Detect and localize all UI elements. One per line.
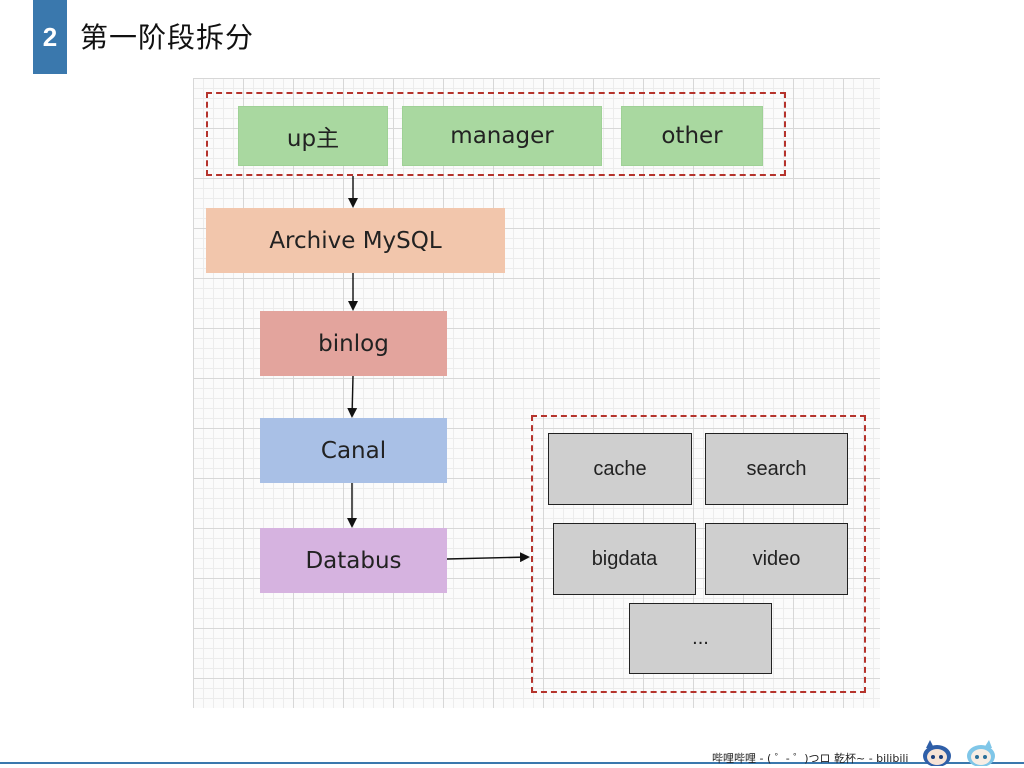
- consumer-video-label: video: [752, 547, 801, 570]
- source-other-label: other: [661, 123, 723, 149]
- source-up-label: up主: [286, 126, 340, 152]
- mascot-22-icon: [923, 740, 951, 766]
- binlog-label: binlog: [318, 330, 389, 357]
- source-manager-label: manager: [450, 123, 554, 149]
- canal-node: Canal: [260, 418, 447, 483]
- databus-node: Databus: [260, 528, 447, 593]
- source-other: other: [621, 106, 763, 166]
- consumer-search: search: [705, 433, 848, 505]
- diagram-canvas: [193, 78, 880, 708]
- binlog-node: binlog: [260, 311, 447, 376]
- footer-watermark: 哔哩哔哩 - ( ゜- ゜)つロ 乾杯~ - bilibili: [712, 752, 909, 765]
- mascot-33-icon: [967, 740, 995, 766]
- sources-group: [206, 92, 786, 176]
- databus-label: Databus: [305, 547, 402, 574]
- consumer-cache-label: cache: [593, 457, 647, 480]
- slide-number: 2: [42, 21, 58, 52]
- footer-rule: [0, 762, 1024, 764]
- consumer-cache: cache: [548, 433, 692, 505]
- source-up: up主: [238, 106, 388, 166]
- archive-mysql-label: Archive MySQL: [269, 227, 442, 254]
- source-manager: manager: [402, 106, 602, 166]
- consumer-search-label: search: [746, 457, 807, 480]
- consumers-group: [531, 415, 866, 693]
- consumer-more-label: ...: [692, 627, 709, 649]
- consumer-bigdata-label: bigdata: [591, 547, 658, 570]
- slide-title: 第一阶段拆分: [80, 21, 255, 54]
- slide-number-badge: 2: [33, 0, 67, 74]
- consumer-video: video: [705, 523, 848, 595]
- consumer-bigdata: bigdata: [553, 523, 696, 595]
- consumer-more: ...: [629, 603, 772, 674]
- canal-label: Canal: [320, 437, 387, 464]
- archive-mysql-node: Archive MySQL: [206, 208, 505, 273]
